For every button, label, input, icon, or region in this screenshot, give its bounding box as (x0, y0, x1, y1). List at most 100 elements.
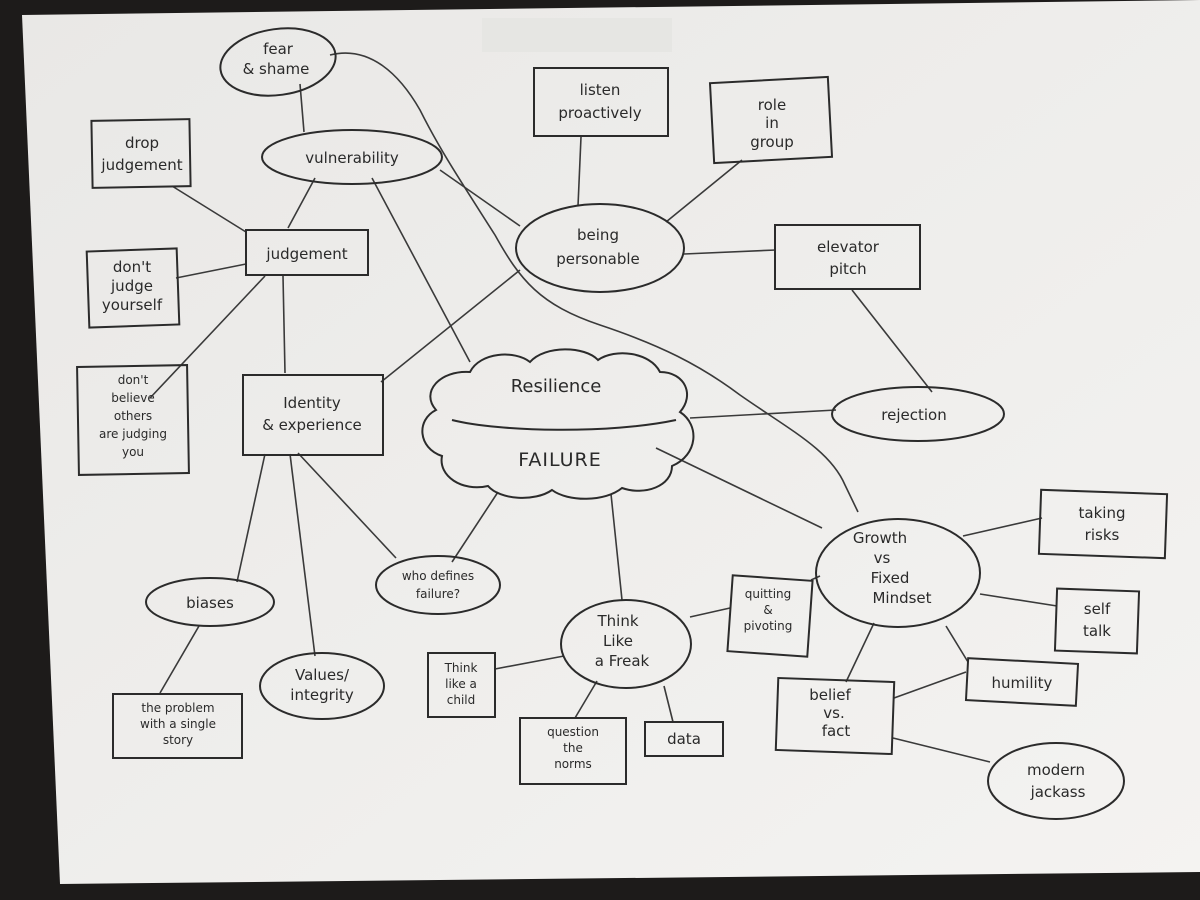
elevator-line1: elevator (817, 238, 880, 256)
svg-text:self: self (1084, 600, 1111, 618)
dont-judge-line1: don't (113, 258, 151, 276)
svg-text:Identity: Identity (283, 394, 341, 412)
svg-text:vs.: vs. (823, 704, 844, 722)
node-humility: humility (964, 657, 1080, 707)
dont-judge-line3: yourself (102, 296, 163, 314)
node-think-like-a-child: Think like a child (427, 652, 496, 718)
svg-text:judge: judge (110, 277, 153, 295)
svg-text:child: child (447, 693, 476, 707)
node-being-personable: being personable (515, 203, 685, 293)
personable-line2: personable (556, 250, 640, 268)
freak-line2: Like (603, 632, 633, 650)
svg-text:modern: modern (1027, 761, 1085, 779)
svg-text:the: the (563, 741, 583, 755)
quitting-line1: quitting (745, 587, 792, 601)
svg-text:don't: don't (113, 258, 151, 276)
resilience-label: Resilience (511, 376, 602, 397)
svg-text:in: in (765, 114, 779, 132)
svg-text:you: you (122, 445, 144, 459)
svg-text:yourself: yourself (102, 296, 163, 314)
svg-text:question: question (547, 725, 599, 739)
svg-text:others: others (114, 409, 152, 423)
node-who-defines-failure: who defines failure? (375, 555, 501, 615)
vulnerability-label: vulnerability (305, 149, 399, 167)
node-single-story: the problem with a single story (112, 693, 243, 759)
role-line2: in (765, 114, 779, 132)
svg-text:drop: drop (125, 134, 159, 152)
connections (149, 52, 1058, 763)
listen-line2: proactively (558, 104, 641, 122)
norms-line3: norms (554, 757, 592, 771)
node-identity-experience: Identity & experience (242, 374, 384, 456)
node-question-the-norms: question the norms (519, 717, 627, 785)
svg-text:Think: Think (444, 661, 478, 675)
svg-text:Mindset: Mindset (872, 589, 931, 607)
rejection-label: rejection (881, 406, 946, 424)
node-fear-shame: fear & shame (219, 27, 337, 97)
dont-believe-line2: believe (111, 391, 155, 405)
who-defines-line2: failure? (416, 587, 460, 601)
svg-text:vulnerability: vulnerability (305, 149, 399, 167)
svg-text:integrity: integrity (290, 686, 354, 704)
svg-text:belief: belief (809, 686, 851, 704)
quitting-line3: pivoting (744, 619, 793, 633)
jackass-line1: modern (1027, 761, 1085, 779)
svg-text:jackass: jackass (1030, 783, 1086, 801)
svg-text:with a single: with a single (140, 717, 216, 731)
tape-mark (482, 18, 672, 52)
values-line1: Values/ (295, 666, 350, 684)
judgement-label: judgement (265, 245, 347, 263)
svg-text:fact: fact (822, 722, 851, 740)
svg-text:Growth: Growth (853, 529, 907, 547)
svg-text:biases: biases (186, 594, 234, 612)
self-talk-line2: talk (1083, 622, 1111, 640)
node-self-talk: self talk (1053, 587, 1141, 655)
growth-line2: vs (874, 549, 891, 567)
node-resilience-failure-cloud: Resilience FAILURE (421, 348, 695, 500)
humility-label: humility (992, 674, 1053, 692)
svg-text:Fixed: Fixed (871, 569, 910, 587)
biases-label: biases (186, 594, 234, 612)
failure-label: FAILURE (518, 449, 602, 471)
node-biases: biases (145, 577, 275, 627)
single-story-line3: story (163, 733, 193, 747)
svg-text:Think: Think (596, 612, 638, 630)
svg-text:quitting: quitting (745, 587, 792, 601)
svg-text:Like: Like (603, 632, 633, 650)
svg-text:being: being (577, 226, 619, 244)
node-listen-proactively: listen proactively (533, 67, 669, 137)
child-line1: Think (444, 661, 478, 675)
listen-line1: listen (580, 81, 621, 99)
node-elevator-pitch: elevator pitch (774, 224, 921, 290)
values-line2: integrity (290, 686, 354, 704)
svg-text:failure?: failure? (416, 587, 460, 601)
svg-text:don't: don't (118, 373, 149, 387)
belief-line3: fact (822, 722, 851, 740)
svg-text:role: role (758, 96, 786, 114)
svg-text:elevator: elevator (817, 238, 880, 256)
node-role-in-group: role in group (708, 75, 834, 165)
drop-judgement-line2: judgement (100, 156, 182, 174)
svg-text:taking: taking (1079, 504, 1126, 522)
fear-shame-line1: fear (263, 40, 294, 58)
norms-line1: question (547, 725, 599, 739)
child-line3: child (447, 693, 476, 707)
dont-believe-line5: you (122, 445, 144, 459)
svg-text:rejection: rejection (881, 406, 946, 424)
svg-text:FAILURE: FAILURE (518, 449, 602, 471)
freak-line3: a Freak (595, 652, 650, 670)
dont-judge-line2: judge (110, 277, 153, 295)
node-taking-risks: taking risks (1037, 488, 1169, 560)
data-label: data (667, 730, 701, 748)
personable-line1: being (577, 226, 619, 244)
child-line2: like a (445, 677, 477, 691)
identity-line1: Identity (283, 394, 341, 412)
node-dont-believe-others: don't believe others are judging you (76, 364, 190, 476)
svg-text:&: & (763, 603, 772, 617)
single-story-line1: the problem (141, 701, 214, 715)
node-growth-vs-fixed-mindset: Growth vs Fixed Mindset (815, 518, 981, 628)
node-belief-vs-fact: belief vs. fact (774, 676, 896, 756)
drop-judgement-line1: drop (125, 134, 159, 152)
dont-believe-line1: don't (118, 373, 149, 387)
svg-text:story: story (163, 733, 193, 747)
